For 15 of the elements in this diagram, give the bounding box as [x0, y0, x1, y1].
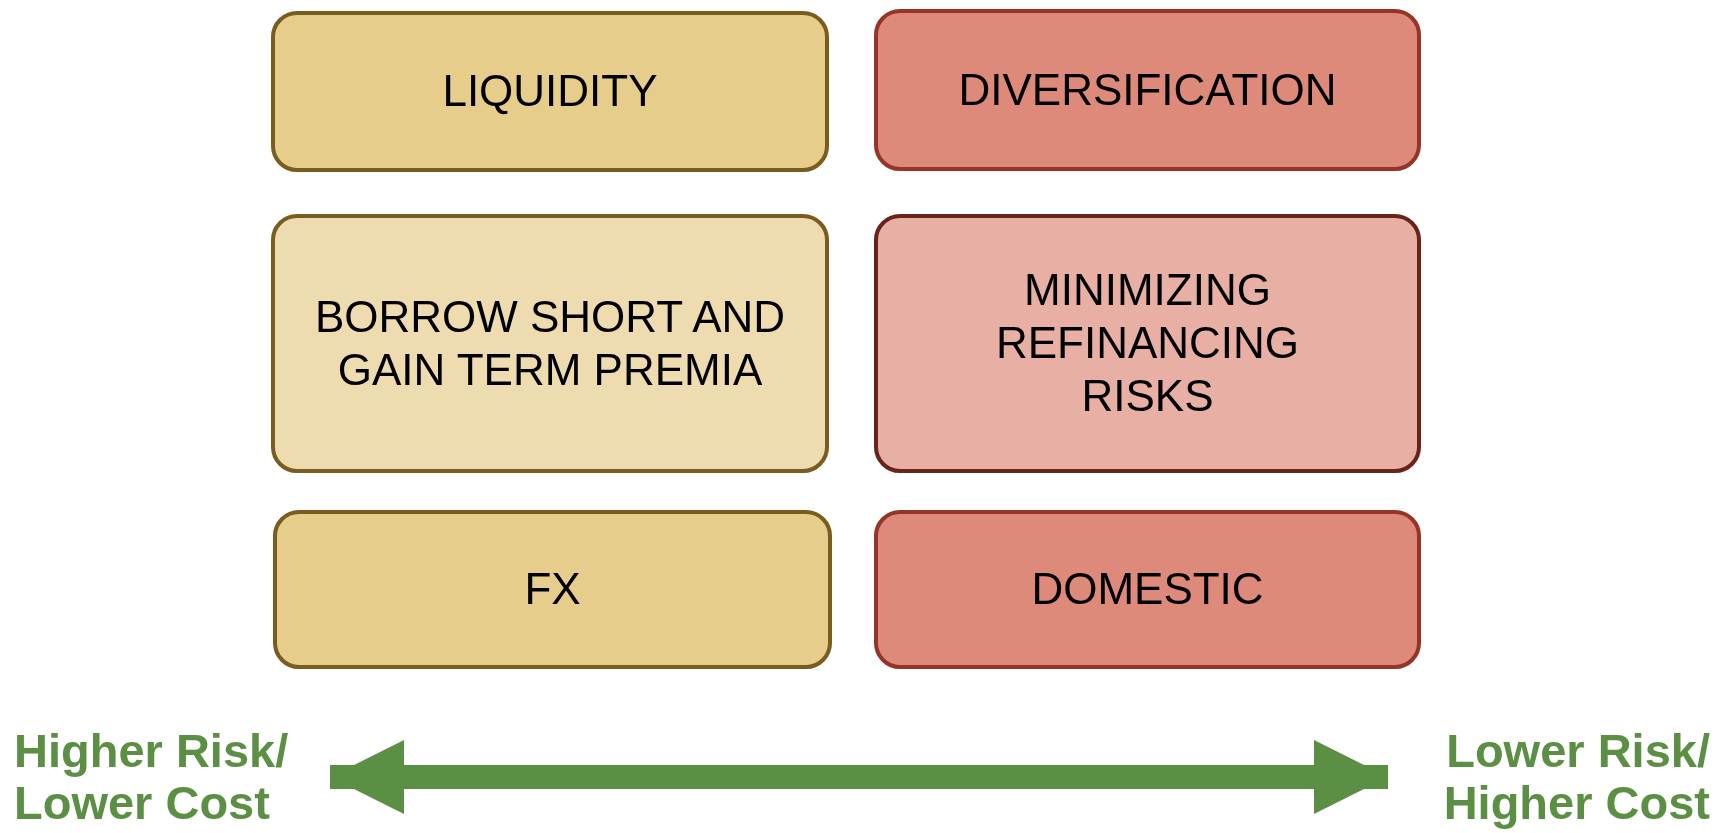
category-box — [874, 9, 1421, 171]
category-box — [271, 11, 829, 172]
axis-label: Lower Risk/ Higher Cost — [1442, 725, 1710, 829]
category-box — [874, 510, 1421, 669]
box-label: MINIMIZING REFINANCING RISKS — [994, 264, 1301, 422]
box-label: FX — [524, 563, 581, 616]
box-label: BORROW SHORT AND GAIN TERM PREMIA — [313, 290, 787, 396]
box-label: DIVERSIFICATION — [958, 63, 1337, 116]
category-box — [874, 214, 1421, 473]
box-label: DOMESTIC — [1031, 563, 1264, 616]
axis-label: Higher Risk/ Lower Cost — [14, 725, 290, 829]
double-arrow — [330, 740, 1388, 814]
box-label: LIQUIDITY — [442, 65, 658, 118]
category-box — [271, 214, 829, 473]
category-box — [273, 510, 832, 669]
